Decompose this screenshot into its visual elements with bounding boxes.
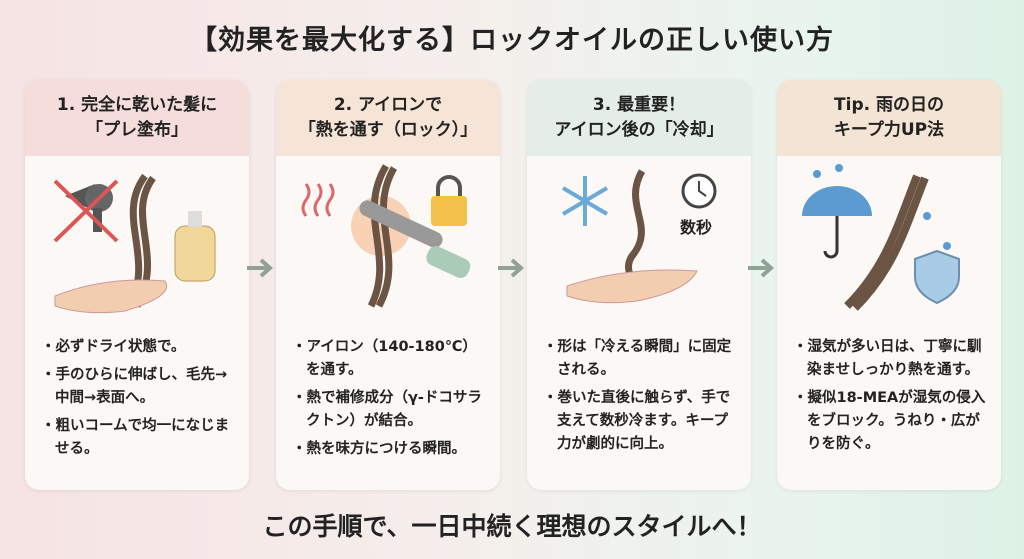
tip-card: Tip. 雨の日の キープ力UP法 湿気が多い日は、丁寧に馴染ませしっかり熱を通… xyxy=(777,80,1001,490)
card-title: 1. 完全に乾いた髪に xyxy=(56,95,218,115)
page-title: 【効果を最大化する】ロックオイルの正しい使い方 xyxy=(190,25,834,56)
curling-iron-lock-icon xyxy=(301,164,471,308)
bullet-item: 擬似18-MEAが湿気の侵入をブロック。うねり・広がりを防ぐ。 xyxy=(793,387,987,456)
bullet-item: 手のひらに伸ばし、毛先→中間→表面へ。 xyxy=(41,364,235,410)
card-subtitle: 「熱を通す（ロック）」 xyxy=(298,120,478,140)
card-subtitle: アイロン後の「冷却」 xyxy=(554,120,724,140)
umbrella-rain-shield-icon xyxy=(802,164,960,311)
bullet-item: 巻いた直後に触らず、手で支えて数秒冷ます。キープ力が劇的に向上。 xyxy=(543,387,737,456)
illustration xyxy=(276,156,500,336)
bullet-item: 熱で補修成分（γ-ドコサラクトン）が結合。 xyxy=(292,387,486,433)
illustration xyxy=(25,156,249,336)
seconds-label: 数秒 xyxy=(680,218,713,237)
card-header: 3. 最重要！ アイロン後の「冷却」 xyxy=(527,80,751,156)
bullet-item: 熱を味方につける瞬間。 xyxy=(292,438,486,461)
card-title: 2. アイロンで xyxy=(333,95,443,115)
step-card-1: 1. 完全に乾いた髪に 「プレ塗布」 必ずドライ状態で。 手のひらに伸ばし、毛先… xyxy=(25,80,249,490)
card-title: Tip. 雨の日の xyxy=(834,95,944,115)
bullet-item: アイロン（140-180℃）を通す。 xyxy=(292,336,486,382)
card-header: Tip. 雨の日の キープ力UP法 xyxy=(777,80,1001,156)
dryer-hair-oil-hand-icon xyxy=(53,173,216,314)
snowflake-clock-hand-icon xyxy=(561,169,717,304)
card-title: 3. 最重要！ xyxy=(592,95,686,115)
bullet-list: 必ずドライ状態で。 手のひらに伸ばし、毛先→中間→表面へ。 粗いコームで均一にな… xyxy=(25,336,249,461)
illustration: 数秒 xyxy=(527,156,751,336)
bullet-item: 必ずドライ状態で。 xyxy=(41,336,235,359)
arrow-right-icon xyxy=(498,258,525,278)
bullet-list: 形は「冷える瞬間」に固定される。 巻いた直後に触らず、手で支えて数秒冷ます。キー… xyxy=(527,336,751,456)
bullet-item: 粗いコームで均一になじませる。 xyxy=(41,415,235,461)
card-header: 2. アイロンで 「熱を通す（ロック）」 xyxy=(276,80,500,156)
arrow-right-icon xyxy=(748,258,775,278)
bullet-list: アイロン（140-180℃）を通す。 熱で補修成分（γ-ドコサラクトン）が結合。… xyxy=(276,336,500,461)
card-subtitle: キープ力UP法 xyxy=(833,120,945,140)
footer-message: この手順で、一日中続く理想のスタイルへ！ xyxy=(262,512,762,541)
bullet-item: 湿気が多い日は、丁寧に馴染ませしっかり熱を通す。 xyxy=(793,336,987,382)
bullet-list: 湿気が多い日は、丁寧に馴染ませしっかり熱を通す。 擬似18-MEAが湿気の侵入を… xyxy=(777,336,1001,456)
card-subtitle: 「プレ塗布」 xyxy=(86,120,188,140)
step-card-2: 2. アイロンで 「熱を通す（ロック）」 アイロン（140-180℃）を通す。 … xyxy=(276,80,500,490)
arrow-right-icon xyxy=(247,258,274,278)
step-card-3: 3. 最重要！ アイロン後の「冷却」 数秒 形は「冷える瞬間」に固定される。 巻… xyxy=(527,80,751,490)
card-header: 1. 完全に乾いた髪に 「プレ塗布」 xyxy=(25,80,249,156)
illustration xyxy=(777,156,1001,336)
bullet-item: 形は「冷える瞬間」に固定される。 xyxy=(543,336,737,382)
